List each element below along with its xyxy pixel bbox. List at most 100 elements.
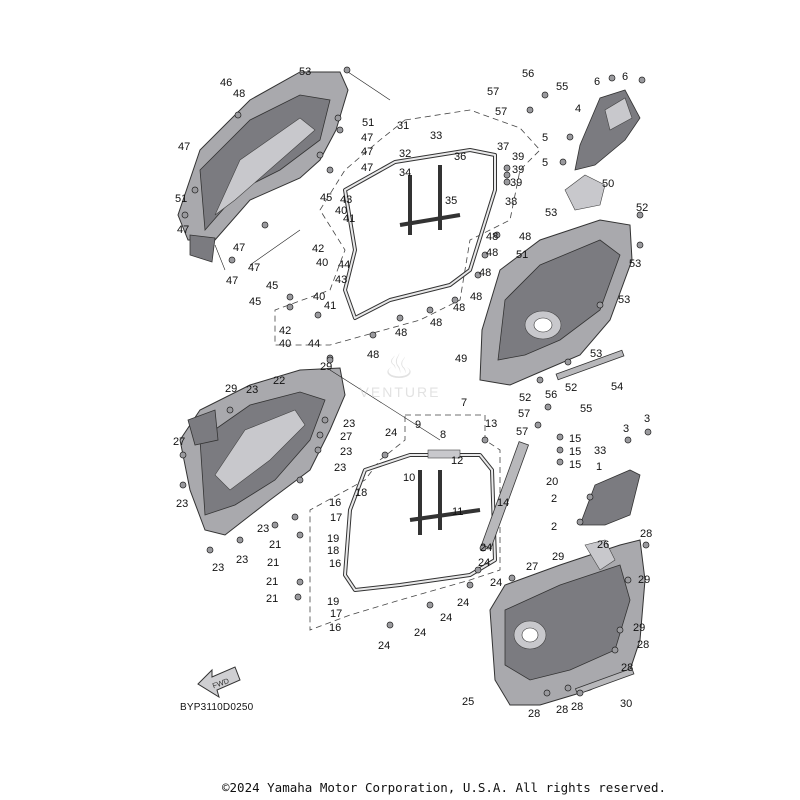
callout-3: 3 <box>623 423 629 435</box>
bracket-1 <box>579 469 641 526</box>
callout-30: 30 <box>620 698 632 710</box>
callout-53: 53 <box>629 258 641 270</box>
callout-47: 47 <box>248 262 260 274</box>
callout-42: 42 <box>279 325 291 337</box>
callout-23: 23 <box>343 418 355 430</box>
callout-48: 48 <box>479 267 491 279</box>
callout-54: 54 <box>611 381 623 393</box>
callout-23: 23 <box>212 562 224 574</box>
callout-40: 40 <box>335 205 347 217</box>
callout-6: 6 <box>622 71 628 83</box>
callout-35: 35 <box>445 195 457 207</box>
watermark-text: VENTURE <box>359 384 441 400</box>
callout-29: 29 <box>225 383 237 395</box>
callout-5: 5 <box>542 157 548 169</box>
callout-28: 28 <box>640 528 652 540</box>
callout-39: 39 <box>512 164 524 176</box>
callout-29: 29 <box>633 622 645 634</box>
callout-48: 48 <box>367 349 379 361</box>
callout-53: 53 <box>299 66 311 78</box>
callout-56: 56 <box>522 68 534 80</box>
callout-45: 45 <box>320 192 332 204</box>
callout-53: 53 <box>618 294 630 306</box>
fwd-arrow: FWD <box>197 666 241 699</box>
callout-42: 42 <box>312 243 324 255</box>
callout-51: 51 <box>516 249 528 261</box>
callout-32: 32 <box>399 148 411 160</box>
lower-right-trim-panel <box>489 539 646 706</box>
callout-13: 13 <box>485 418 497 430</box>
connector-lines <box>214 69 441 441</box>
callout-16: 16 <box>329 558 341 570</box>
callout-26: 26 <box>597 539 609 551</box>
callout-29: 29 <box>638 574 650 586</box>
callout-53: 53 <box>545 207 557 219</box>
callout-48: 48 <box>470 291 482 303</box>
callout-24: 24 <box>480 542 492 554</box>
callout-33: 33 <box>594 445 606 457</box>
callout-11: 11 <box>452 506 463 518</box>
callout-43: 43 <box>340 194 352 206</box>
callout-47: 47 <box>233 242 245 254</box>
copyright-notice: ©2024 Yamaha Motor Corporation, U.S.A. A… <box>222 780 667 795</box>
flame-icon: ♨ <box>383 348 417 386</box>
callout-49: 49 <box>455 353 467 365</box>
callout-24: 24 <box>440 612 452 624</box>
callout-14: 14 <box>497 497 509 509</box>
callout-labels: 1 2 2 3 3 4 5 5 6 6 7 8 9 10 11 12 13 14… <box>173 66 652 720</box>
callout-39: 39 <box>512 151 524 163</box>
callout-41: 41 <box>343 213 355 225</box>
callout-4: 4 <box>575 103 581 115</box>
callout-28: 28 <box>556 704 568 716</box>
callout-28: 28 <box>621 662 633 674</box>
callout-56: 56 <box>545 389 557 401</box>
callout-57: 57 <box>495 106 507 118</box>
callout-44: 44 <box>308 338 320 350</box>
callout-47: 47 <box>361 162 373 174</box>
callout-31: 31 <box>397 120 409 132</box>
callout-51: 51 <box>362 117 374 129</box>
callout-21: 21 <box>266 593 278 605</box>
callout-23: 23 <box>176 498 188 510</box>
callout-21: 21 <box>267 557 279 569</box>
hinge-bar-20 <box>480 441 530 549</box>
callout-28: 28 <box>637 639 649 651</box>
callout-15: 15 <box>569 459 581 471</box>
callout-25: 25 <box>462 696 474 708</box>
callout-21: 21 <box>269 539 281 551</box>
callout-1: 1 <box>596 461 602 473</box>
callout-10: 10 <box>403 472 415 484</box>
callout-48: 48 <box>233 88 245 100</box>
callout-28: 28 <box>528 708 540 720</box>
callout-24: 24 <box>457 597 469 609</box>
callout-23: 23 <box>257 523 269 535</box>
callout-3: 3 <box>644 413 650 425</box>
callout-22: 22 <box>273 375 285 387</box>
callout-17: 17 <box>330 512 342 524</box>
handle-8 <box>427 449 461 459</box>
callout-24: 24 <box>490 577 502 589</box>
callout-48: 48 <box>395 327 407 339</box>
callout-15: 15 <box>569 446 581 458</box>
callout-48: 48 <box>453 302 465 314</box>
callout-36: 36 <box>454 151 466 163</box>
callout-19: 19 <box>327 596 339 608</box>
lower-door-frame <box>309 414 501 631</box>
watermark: ♨ VENTURE <box>340 350 460 400</box>
callout-40: 40 <box>279 338 291 350</box>
callout-37: 37 <box>497 141 509 153</box>
callout-55: 55 <box>556 81 568 93</box>
bracket-4 <box>574 89 641 171</box>
callout-57: 57 <box>516 426 528 438</box>
callout-15: 15 <box>569 433 581 445</box>
callout-21: 21 <box>266 576 278 588</box>
callout-48: 48 <box>519 231 531 243</box>
callout-57: 57 <box>518 408 530 420</box>
callout-52: 52 <box>565 382 577 394</box>
callout-45: 45 <box>266 280 278 292</box>
callout-34: 34 <box>399 167 411 179</box>
fasteners <box>179 66 652 697</box>
callout-6: 6 <box>594 76 600 88</box>
callout-18: 18 <box>355 487 367 499</box>
